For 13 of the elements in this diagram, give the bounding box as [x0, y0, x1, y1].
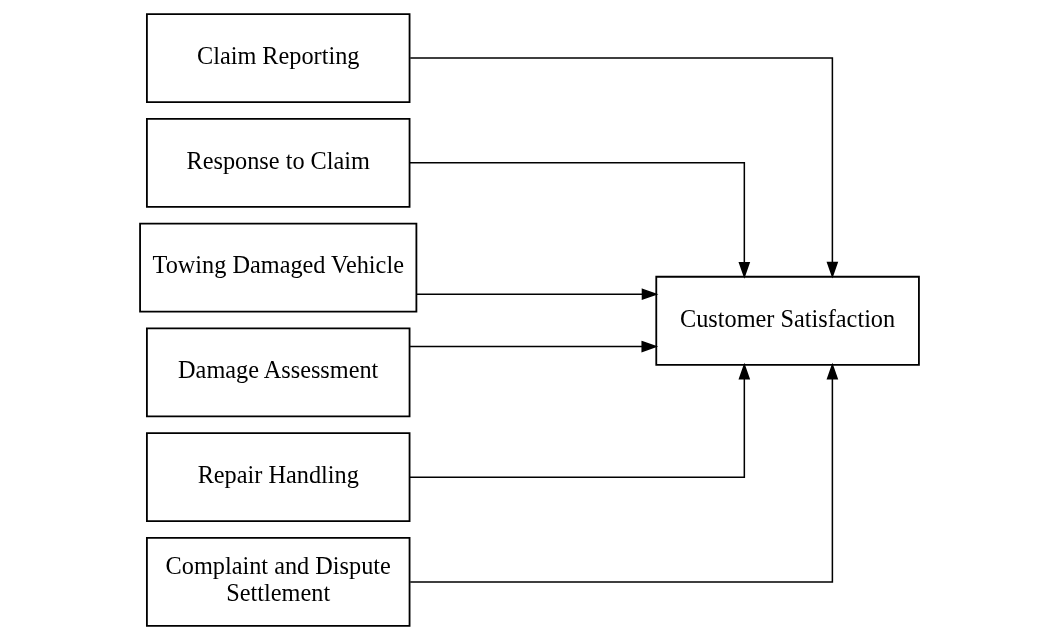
node-box: Customer Satisfaction — [654, 275, 920, 366]
node-box: Complaint and Dispute Settlement — [145, 536, 410, 627]
arrow — [408, 362, 750, 478]
arrow — [415, 288, 658, 301]
node-box: Damage Assessment — [145, 327, 410, 418]
arrow — [408, 340, 658, 353]
arrow — [409, 362, 838, 583]
arrow — [408, 162, 750, 279]
node-box: Response to Claim — [145, 117, 410, 208]
arrow — [409, 57, 838, 279]
node-box: Towing Damaged Vehicle — [138, 222, 417, 313]
node-box: Repair Handling — [145, 432, 410, 523]
node-box: Claim Reporting — [145, 13, 410, 104]
